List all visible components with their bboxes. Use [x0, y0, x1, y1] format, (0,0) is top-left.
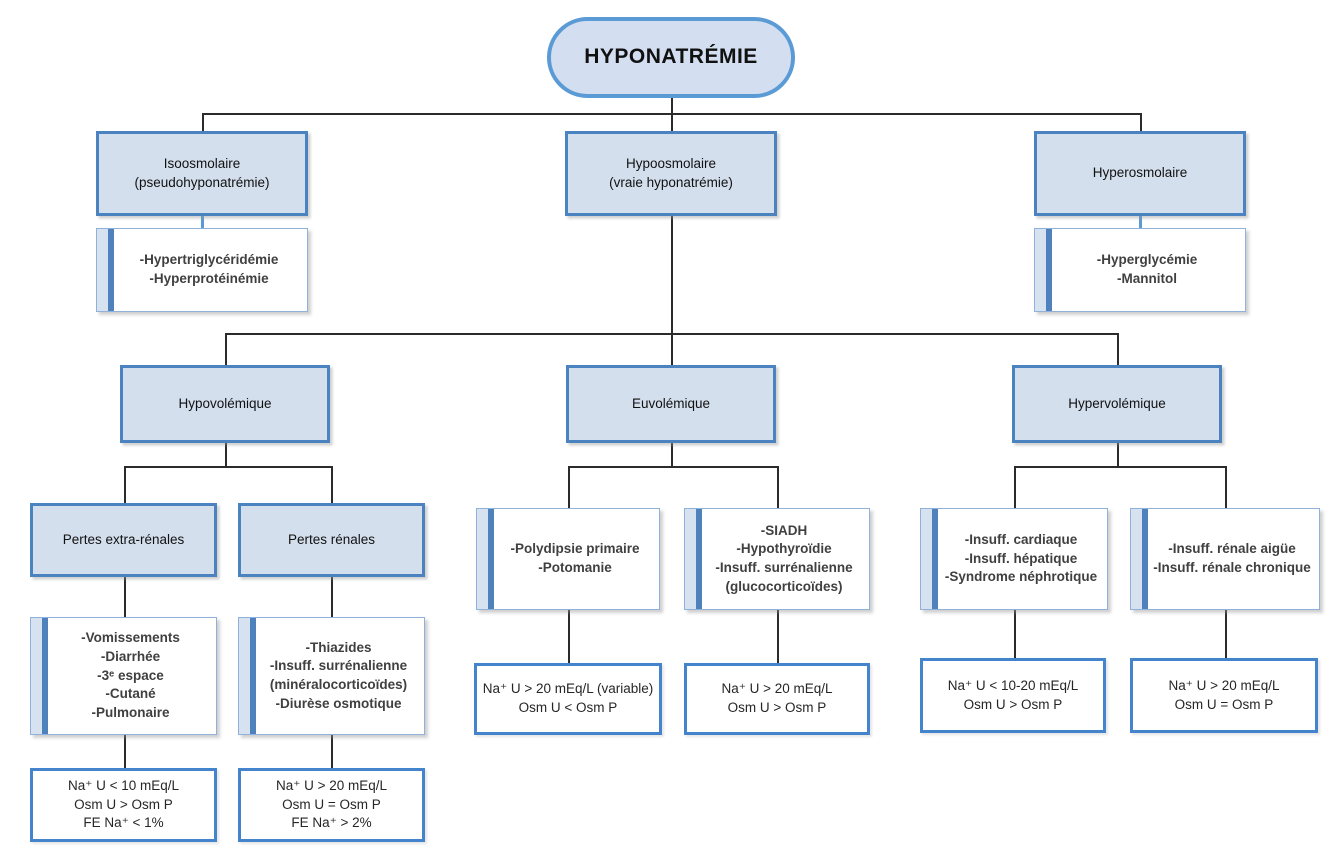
connector [1014, 466, 1225, 468]
connector [124, 466, 126, 503]
node-label: -Polydipsie primaire -Potomanie [510, 541, 640, 575]
connector [331, 735, 333, 768]
node-label: Isoosmolaire (pseudohyponatrémie) [134, 155, 270, 190]
connector [568, 610, 570, 663]
node-label: Na⁺ U < 10-20 mEq/L Osm U > Osm P [947, 677, 1079, 712]
node-isoosmolaire-causes: -Hypertriglycéridémie -Hyperprotéinémie [96, 228, 308, 312]
node-insuffisance-renale-labs: Na⁺ U > 20 mEq/L Osm U = Osm P [1130, 658, 1318, 733]
node-hypoosmolaire: Hypoosmolaire (vraie hyponatrémie) [565, 131, 777, 216]
node-polydipsie-labs: Na⁺ U > 20 mEq/L (variable) Osm U < Osm … [474, 663, 662, 735]
connector [671, 442, 673, 466]
node-label: Hypervolémique [1068, 395, 1166, 411]
node-siadh-labs: Na⁺ U > 20 mEq/L Osm U > Osm P [684, 663, 870, 735]
node-label: Na⁺ U > 20 mEq/L Osm U > Osm P [721, 681, 833, 715]
connector [671, 333, 673, 365]
node-label: -Vomissements -Diarrhée -3ᵉ espace -Cuta… [81, 630, 180, 720]
node-label: Na⁺ U < 10 mEq/L Osm U > Osm P FE Na⁺ < … [67, 778, 180, 831]
node-label: -Hyperglycémie -Mannitol [1096, 252, 1198, 286]
connector [1117, 442, 1119, 466]
node-insuffisance-labs: Na⁺ U < 10-20 mEq/L Osm U > Osm P [920, 658, 1106, 733]
node-label: Euvolémique [631, 395, 711, 411]
node-label: -Insuff. cardiaque -Insuff. hépatique -S… [944, 532, 1098, 585]
connector [1014, 466, 1016, 508]
node-hyperosmolaire: Hyperosmolaire [1034, 131, 1246, 216]
connector [331, 577, 333, 617]
node-hypervolemique: Hypervolémique [1012, 365, 1222, 443]
node-pertes-extra-renales: Pertes extra-rénales [30, 503, 217, 577]
connector [1139, 215, 1142, 229]
connector [777, 466, 779, 508]
connector [568, 466, 570, 508]
connector [1225, 466, 1227, 508]
node-label: Na⁺ U > 20 mEq/L Osm U = Osm P FE Na⁺ > … [275, 778, 388, 831]
node-euvolemique: Euvolémique [566, 365, 776, 443]
connector [671, 215, 673, 334]
connector [225, 333, 227, 365]
connector [777, 610, 779, 663]
connector [1014, 610, 1016, 658]
node-pertes-extra-renales-causes: -Vomissements -Diarrhée -3ᵉ espace -Cuta… [30, 617, 217, 735]
node-label: -Thiazides -Insuff. surrénalienne (minér… [269, 639, 408, 711]
node-label: Pertes rénales [287, 531, 376, 547]
connector [1140, 113, 1142, 131]
node-hyponatremie-title: HYPONATRÉMIE [547, 17, 795, 98]
node-isoosmolaire: Isoosmolaire (pseudohyponatrémie) [96, 131, 308, 216]
node-hypovolemique: Hypovolémique [120, 365, 330, 443]
node-insuffisance-causes: -Insuff. cardiaque -Insuff. hépatique -S… [920, 508, 1108, 610]
node-label: Hyperosmolaire [1092, 165, 1188, 181]
node-polydipsie-causes: -Polydipsie primaire -Potomanie [476, 508, 660, 610]
node-label: -Hypertriglycéridémie -Hyperprotéinémie [139, 252, 279, 286]
node-pertes-renales-causes: -Thiazides -Insuff. surrénalienne (minér… [238, 617, 425, 735]
connector [201, 215, 204, 229]
connector [202, 113, 204, 131]
connector [225, 442, 227, 466]
node-label: Na⁺ U > 20 mEq/L (variable) Osm U < Osm … [482, 681, 654, 715]
node-label: Pertes extra-rénales [62, 531, 185, 547]
connector [124, 577, 126, 617]
node-label: Na⁺ U > 20 mEq/L Osm U = Osm P [1168, 677, 1280, 712]
connector [568, 466, 778, 468]
connector [1117, 333, 1119, 365]
node-pertes-renales-labs: Na⁺ U > 20 mEq/L Osm U = Osm P FE Na⁺ > … [238, 768, 425, 842]
node-insuffisance-renale-causes: -Insuff. rénale aigüe -Insuff. rénale ch… [1130, 508, 1320, 610]
node-pertes-extra-renales-labs: Na⁺ U < 10 mEq/L Osm U > Osm P FE Na⁺ < … [30, 768, 217, 842]
node-pertes-renales: Pertes rénales [238, 503, 425, 577]
node-hyperosmolaire-causes: -Hyperglycémie -Mannitol [1034, 228, 1246, 312]
connector [671, 113, 673, 131]
title-label: HYPONATRÉMIE [584, 45, 758, 69]
connector [124, 466, 332, 468]
connector [1225, 610, 1227, 658]
connector [671, 97, 673, 114]
connector [124, 735, 126, 768]
connector [331, 466, 333, 503]
node-siadh-causes: -SIADH -Hypothyroïdie -Insuff. surrénali… [684, 508, 870, 610]
node-label: -SIADH -Hypothyroïdie -Insuff. surrénali… [715, 522, 853, 594]
node-label: Hypovolémique [178, 395, 272, 411]
node-label: Hypoosmolaire (vraie hyponatrémie) [609, 155, 733, 190]
node-label: -Insuff. rénale aigüe -Insuff. rénale ch… [1153, 541, 1311, 575]
